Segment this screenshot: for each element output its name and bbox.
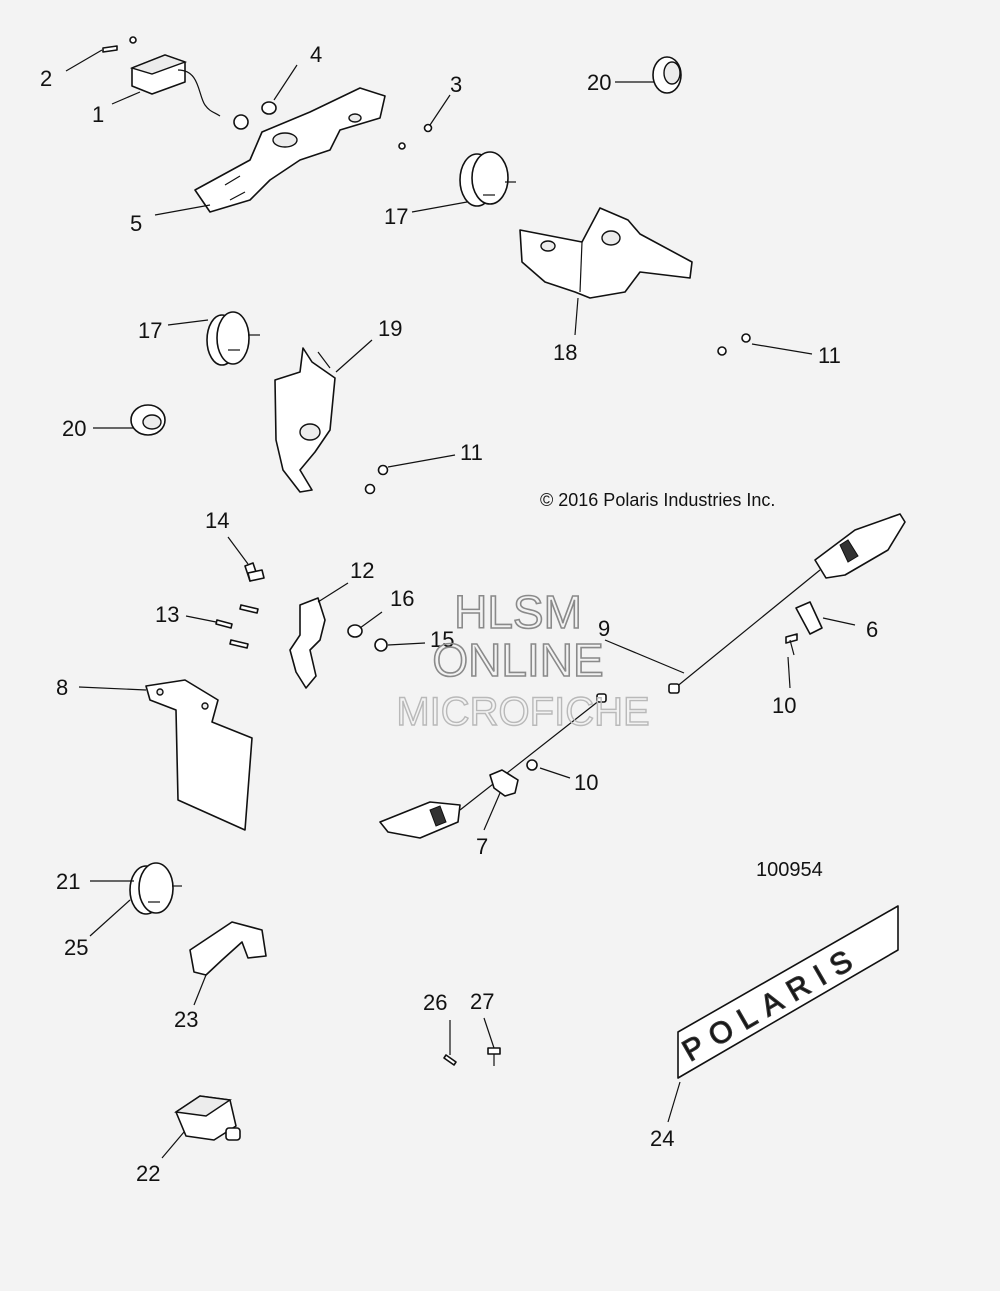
callout-10-right: 10	[772, 693, 796, 718]
callout-23: 23	[174, 1007, 198, 1032]
part-27-screw	[487, 1047, 501, 1066]
part-18-bracket	[519, 207, 693, 299]
callout-15: 15	[430, 627, 454, 652]
callout-22: 22	[136, 1161, 160, 1186]
callout-12: 12	[350, 558, 374, 583]
leader-lines	[65, 49, 856, 1159]
part-12-bracket	[289, 597, 326, 689]
callout-16: 16	[390, 586, 414, 611]
part-15-nut	[374, 638, 388, 652]
callout-7: 7	[476, 834, 488, 859]
callout-19: 19	[378, 316, 402, 341]
part-3-nut	[398, 123, 433, 150]
part-22-switch	[174, 1095, 241, 1141]
part-11-nut-top	[717, 333, 751, 356]
watermark-line-1: HLSM	[454, 586, 582, 638]
part-6-connector	[795, 601, 823, 635]
watermark: HLSM ONLINE MICROFICHE	[396, 585, 651, 735]
illustration-number: 100954	[756, 859, 823, 881]
part-16-washer	[347, 624, 363, 638]
callout-18: 18	[553, 340, 577, 365]
part-9-turn-signal-lower	[379, 693, 607, 839]
part-13-screws	[215, 604, 259, 649]
part-14-bolt	[244, 562, 265, 582]
part-2-screw	[102, 36, 137, 53]
part-5-bracket	[194, 87, 386, 213]
callout-20-left: 20	[62, 416, 86, 441]
callout-9: 9	[598, 616, 610, 641]
callouts: 1 2 3 4 5 6 7 8 9 10 10 11 11 12 13 14 1…	[40, 42, 878, 1186]
callout-1: 1	[92, 102, 104, 127]
part-10-screw-lower	[526, 759, 538, 771]
part-7-connector	[489, 769, 519, 797]
watermark-line-2: ONLINE	[432, 634, 603, 686]
part-11-nut-mid	[364, 464, 389, 495]
callout-11-mid: 11	[460, 440, 483, 465]
callout-11-top: 11	[818, 343, 841, 368]
part-24-name-plate: POLARIS	[676, 905, 899, 1079]
callout-25: 25	[64, 935, 88, 960]
part-19-bracket	[274, 347, 336, 493]
part-23-bracket	[189, 921, 267, 976]
callout-24: 24	[650, 1126, 674, 1151]
callout-27: 27	[470, 989, 494, 1014]
copyright-text: © 2016 Polaris Industries Inc.	[540, 490, 775, 510]
part-4-nut	[233, 101, 277, 130]
part-8-plate	[145, 679, 253, 831]
plate-lettering: POLARIS	[677, 939, 867, 1068]
callout-13: 13	[155, 602, 179, 627]
part-1-switch	[129, 54, 221, 117]
callout-3: 3	[450, 72, 462, 97]
part-21-reflector	[129, 862, 182, 915]
callout-4: 4	[310, 42, 322, 67]
callout-17-left: 17	[138, 318, 162, 343]
callout-10-lower: 10	[574, 770, 598, 795]
part-20-reflector-top	[652, 56, 682, 94]
callout-20-top: 20	[587, 70, 611, 95]
part-20-reflector-left	[130, 404, 166, 436]
callout-6: 6	[866, 617, 878, 642]
part-26-screw	[443, 1054, 457, 1066]
callout-5: 5	[130, 211, 142, 236]
part-10-screw-right	[785, 633, 798, 656]
callout-2: 2	[40, 66, 52, 91]
watermark-line-3: MICROFICHE	[396, 690, 649, 734]
callout-26: 26	[423, 990, 447, 1015]
part-9-turn-signal	[668, 513, 906, 694]
part-17-reflector-left	[206, 311, 260, 366]
callout-14: 14	[205, 508, 229, 533]
callout-8: 8	[56, 675, 68, 700]
callout-17-top: 17	[384, 204, 408, 229]
callout-21: 21	[56, 869, 80, 894]
part-17-reflector-top	[459, 151, 516, 207]
